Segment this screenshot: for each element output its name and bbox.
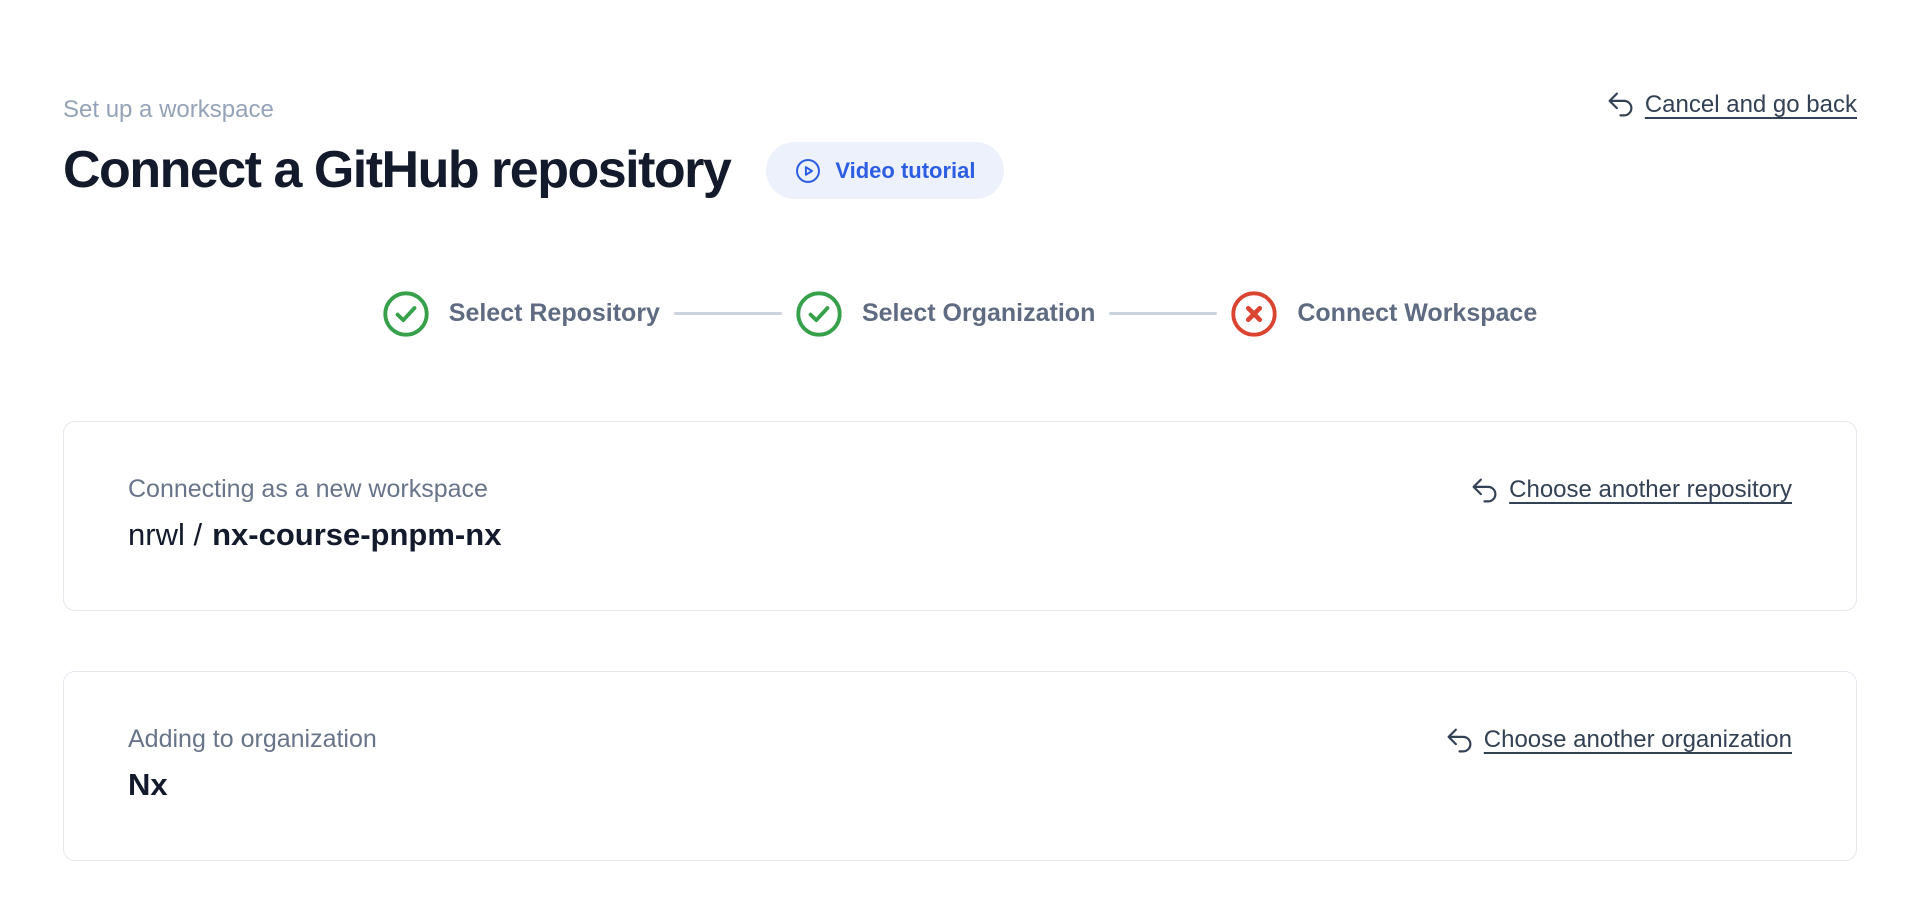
step-label: Select Organization: [861, 299, 1096, 328]
cancel-link-label: Cancel and go back: [1644, 90, 1857, 118]
repository-name: nrwl / nx-course-pnpm-nx: [128, 516, 501, 554]
step-select-repository: Select Repository: [383, 290, 660, 337]
cancel-and-go-back-link[interactable]: Cancel and go back: [1606, 90, 1857, 119]
repository-repo: nx-course-pnpm-nx: [212, 516, 502, 552]
video-tutorial-label: Video tutorial: [835, 157, 976, 183]
repository-owner: nrwl /: [128, 516, 203, 552]
repository-card: Connecting as a new workspace nrwl / nx-…: [63, 420, 1857, 611]
step-label: Select Repository: [448, 299, 660, 328]
setup-stepper: Select Repository Select Organization Co…: [63, 290, 1857, 337]
choose-another-organization-link[interactable]: Choose another organization: [1445, 726, 1792, 755]
choose-organization-label: Choose another organization: [1483, 726, 1792, 754]
page-title: Connect a GitHub repository: [63, 140, 732, 199]
arrow-uturn-left-icon: [1445, 726, 1474, 755]
organization-card-info: Adding to organization Nx: [128, 724, 377, 804]
organization-name: Nx: [128, 766, 168, 802]
page-header: Set up a workspace Connect a GitHub repo…: [63, 91, 1857, 201]
step-connect-workspace: Connect Workspace: [1231, 290, 1538, 337]
arrow-uturn-left-icon: [1606, 90, 1635, 119]
play-circle-icon: [794, 157, 822, 185]
eyebrow-text: Set up a workspace: [63, 96, 274, 123]
step-select-organization: Select Organization: [796, 290, 1096, 337]
stepper-connector: [1109, 312, 1218, 316]
repository-card-info: Connecting as a new workspace nrwl / nx-…: [128, 474, 501, 554]
choose-repository-label: Choose another repository: [1509, 476, 1792, 504]
choose-another-repository-link[interactable]: Choose another repository: [1470, 476, 1792, 505]
repository-card-label: Connecting as a new workspace: [128, 474, 488, 503]
arrow-uturn-left-icon: [1470, 476, 1499, 505]
step-label: Connect Workspace: [1297, 299, 1538, 328]
check-circle-icon: [383, 290, 429, 337]
video-tutorial-button[interactable]: Video tutorial: [766, 142, 1004, 200]
title-row: Connect a GitHub repository Video tutori…: [63, 141, 1004, 201]
header-left: Set up a workspace Connect a GitHub repo…: [63, 96, 1004, 201]
check-circle-icon: [796, 290, 842, 337]
organization-card-label: Adding to organization: [128, 724, 377, 753]
stepper-connector: [673, 312, 782, 316]
x-circle-icon: [1231, 290, 1277, 337]
organization-card: Adding to organization Nx Choose another…: [63, 670, 1857, 861]
